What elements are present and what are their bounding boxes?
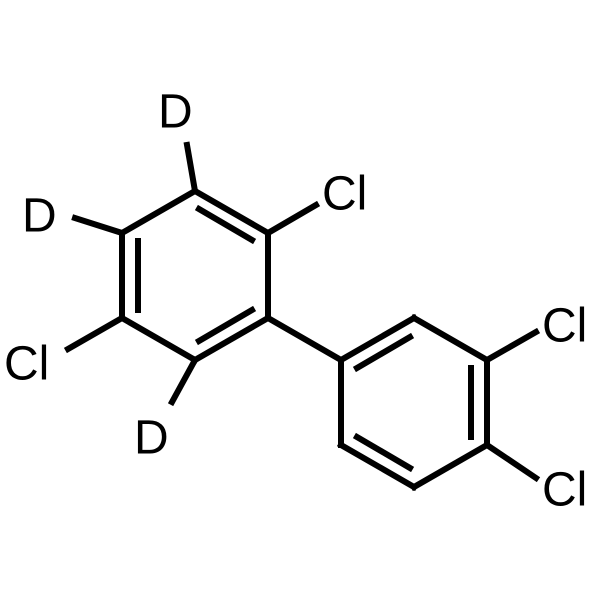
atom-label-cl-para: Cl [542,464,587,517]
biphenyl-bond [263,313,346,365]
bond [336,313,419,365]
atom-label-cl-meta: Cl [542,300,587,353]
atom-label-cl-ortho: Cl [322,168,367,221]
bond-cl-para [482,440,541,483]
bond-cl-left [63,313,127,354]
bond-d-top [183,141,199,195]
ring-left [117,186,273,365]
bond-d-left [71,214,126,237]
double-bond-inner [352,332,415,373]
atom-label-cl-left: Cl [4,338,49,391]
bond [409,313,492,365]
bond [409,440,492,492]
bond-cl-ortho [263,200,321,238]
double-bond-inner [194,204,257,245]
atom-label-d-top: D [158,86,193,139]
bond [336,440,419,492]
double-bond-inner [194,305,257,346]
bond [117,313,200,365]
bond [117,186,200,238]
bond [190,186,273,238]
ring-right [336,313,492,492]
bond-d-bottom [167,355,200,407]
bond [190,313,273,365]
double-bond-inner [352,432,415,473]
atom-label-d-left: D [22,190,57,243]
atom-label-d-bottom: D [134,412,169,465]
bond-cl-meta [482,327,541,365]
